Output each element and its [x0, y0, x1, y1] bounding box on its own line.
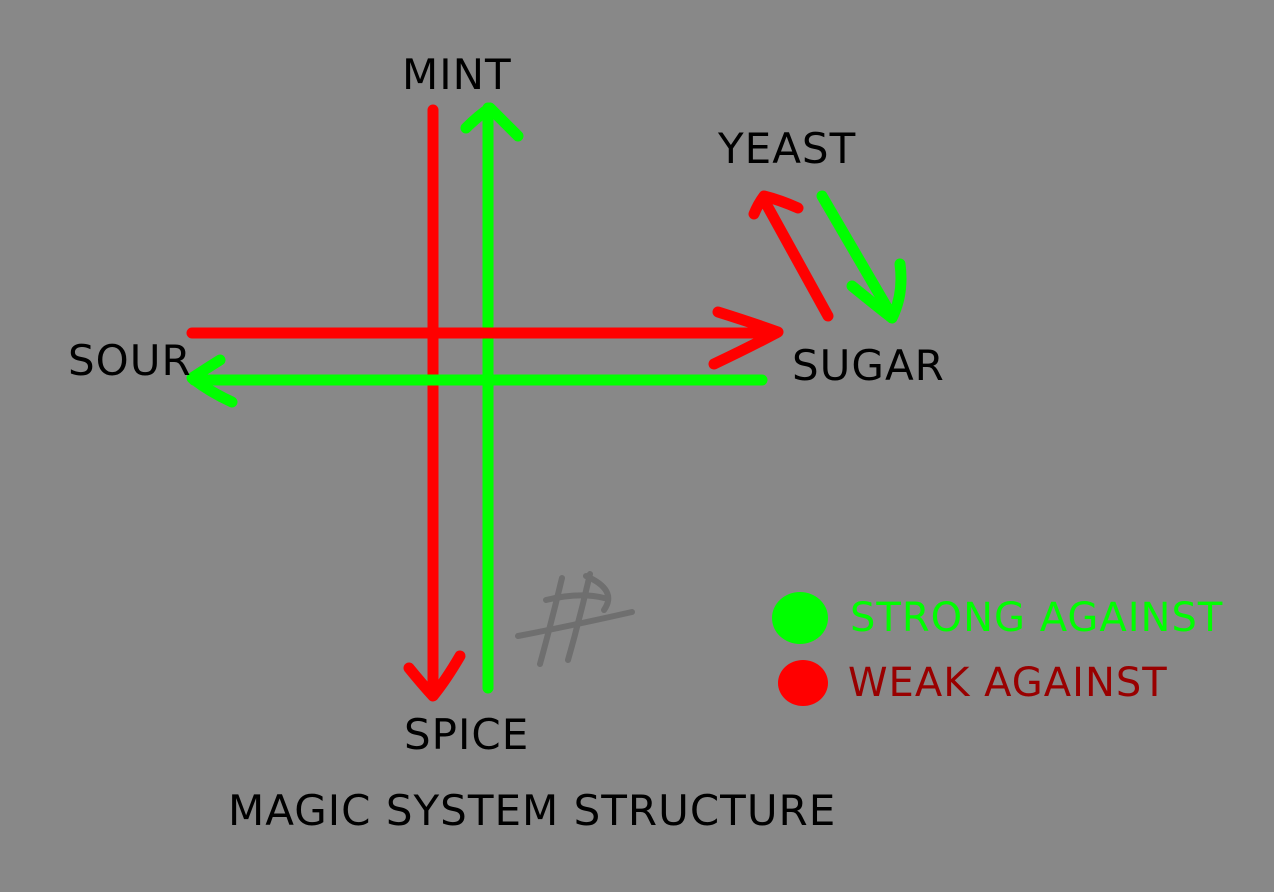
- arrow-sour-to-sugar: [186, 306, 784, 370]
- legend-label-strong: STRONG AGAINST: [850, 595, 1224, 641]
- node-label-yeast: YEAST: [718, 124, 857, 173]
- legend-swatch-strong-icon: [772, 592, 828, 644]
- legend-item-weak: WEAK AGAINST: [778, 660, 1168, 706]
- legend-swatch-weak-icon: [778, 660, 828, 706]
- legend-item-strong: STRONG AGAINST: [772, 592, 1223, 644]
- arrow-mint-to-spice: [403, 104, 466, 702]
- arrow-spice-to-mint: [460, 102, 524, 694]
- signature-mark: [515, 571, 635, 667]
- node-label-spice: SPICE: [404, 710, 530, 759]
- arrow-sugar-to-sour: [186, 354, 768, 408]
- node-label-sugar: SUGAR: [792, 341, 945, 390]
- node-label-sour: SOUR: [68, 336, 192, 385]
- diagram-title: MAGIC SYSTEM STRUCTURE: [228, 786, 837, 835]
- arrow-sugar-to-yeast: [748, 190, 834, 322]
- legend-label-weak: WEAK AGAINST: [848, 660, 1168, 706]
- arrow-yeast-to-sugar: [816, 190, 907, 324]
- node-label-mint: MINT: [402, 50, 512, 99]
